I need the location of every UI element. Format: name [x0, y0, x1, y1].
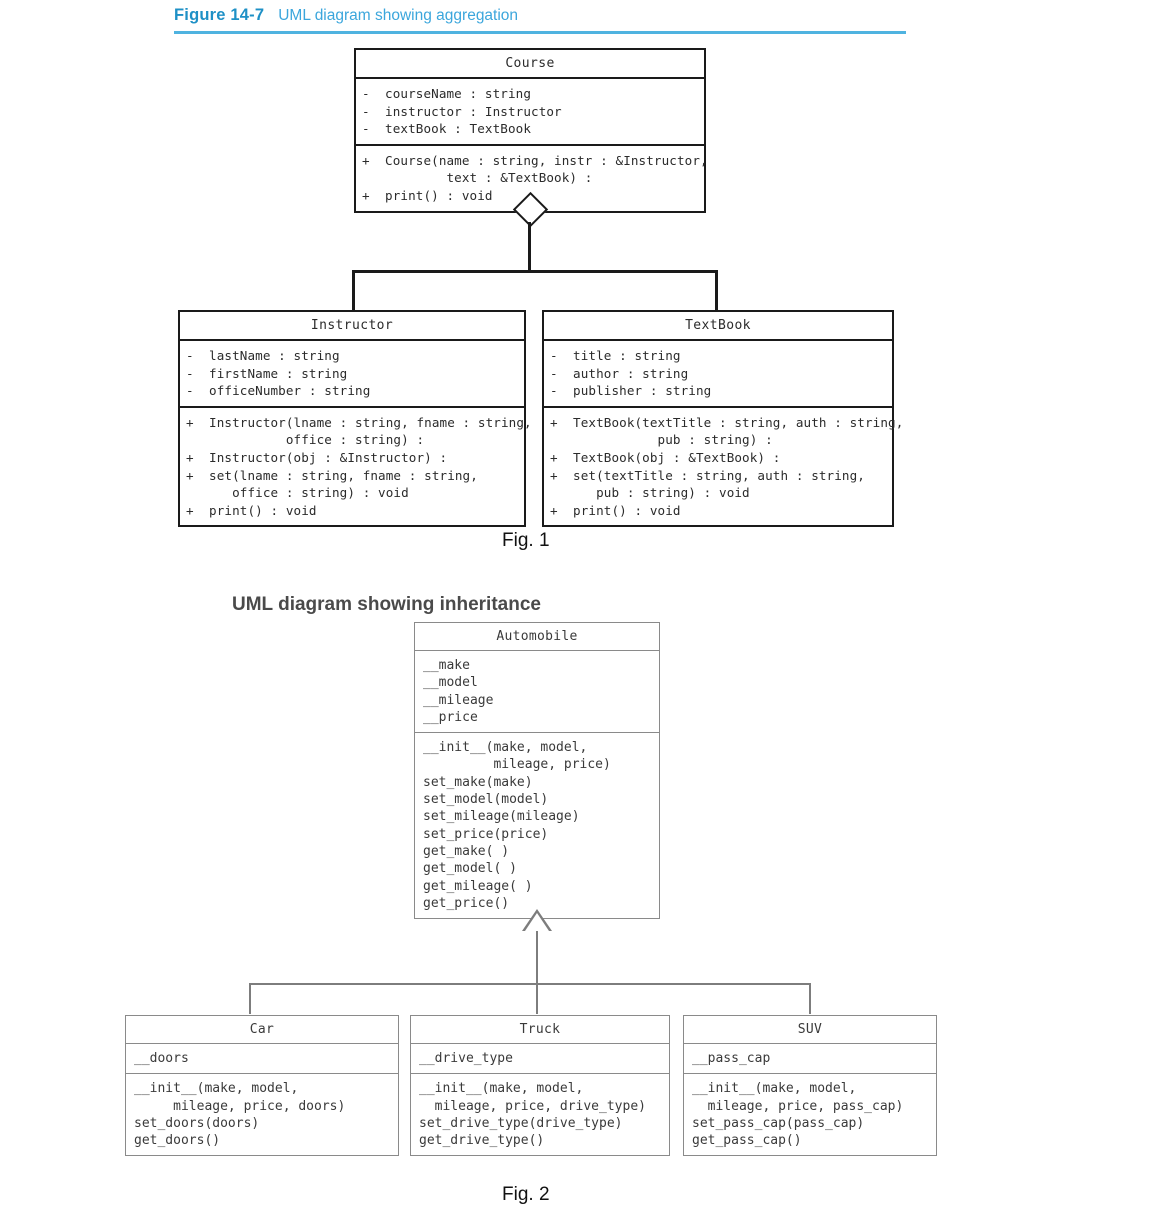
class-instructor-attributes-section: - lastName : string - firstName : string…: [180, 339, 524, 406]
fig1-label: Fig. 1: [502, 530, 550, 551]
class-automobile-name-section: Automobile: [415, 623, 659, 650]
class-instructor-operations: + Instructor(lname : string, fname : str…: [186, 414, 532, 518]
class-course-attributes: - courseName : string - instructor : Ins…: [362, 86, 562, 137]
class-box-instructor: Instructor - lastName : string - firstNa…: [178, 310, 532, 528]
inheritance-triangle-inner: [525, 913, 549, 931]
class-instructor-attributes: - lastName : string - firstName : string…: [186, 348, 371, 399]
class-automobile-name: Automobile: [496, 629, 578, 644]
aggregation-connector-horizontal: [352, 270, 718, 273]
aggregation-connector-drop-left: [352, 270, 355, 310]
class-truck-attributes: __drive_type: [419, 1051, 513, 1066]
class-textbook-operations-section: + TextBook(textTitle : string, auth : st…: [544, 405, 904, 526]
class-suv-operations-section: __init__(make, model, mileage, price, pa…: [684, 1073, 936, 1155]
class-course-operations-section: + Course(name : string, instr : &Instruc…: [356, 143, 708, 211]
class-textbook-operations: + TextBook(textTitle : string, auth : st…: [550, 414, 904, 518]
class-automobile-operations-section: __init__(make, model, mileage, price) se…: [415, 732, 659, 918]
class-box-truck: Truck __drive_type __init__(make, model,…: [410, 1015, 670, 1157]
inheritance-connector-drop-car: [249, 983, 251, 1014]
figure-header-rule: [174, 31, 906, 34]
figure-caption: UML diagram showing aggregation: [278, 7, 519, 24]
class-truck-name-section: Truck: [411, 1016, 669, 1043]
class-box-automobile: Automobile __make __model __mileage __pr…: [414, 622, 660, 920]
inheritance-connector-vertical: [535, 931, 538, 984]
class-automobile-operations: __init__(make, model, mileage, price) se…: [423, 740, 611, 911]
class-textbook-name-section: TextBook: [544, 312, 892, 339]
class-textbook-attributes: - title : string - author : string - pub…: [550, 348, 712, 399]
class-car-attributes: __doors: [134, 1051, 189, 1066]
fig2-label: Fig. 2: [502, 1184, 550, 1205]
figure-header-line: Figure 14-7 UML diagram showing aggregat…: [174, 6, 906, 25]
class-box-course: Course - courseName : string - instructo…: [354, 48, 708, 213]
inheritance-connector-horizontal: [249, 983, 811, 985]
class-instructor-operations-section: + Instructor(lname : string, fname : str…: [180, 405, 532, 526]
class-box-textbook: TextBook - title : string - author : str…: [542, 310, 904, 528]
class-course-attributes-section: - courseName : string - instructor : Ins…: [356, 77, 704, 144]
class-car-name: Car: [249, 1022, 275, 1037]
class-car-attributes-section: __doors: [126, 1043, 398, 1073]
class-truck-operations: __init__(make, model, mileage, price, dr…: [419, 1081, 646, 1149]
class-box-car: Car __doors __init__(make, model, mileag…: [125, 1015, 399, 1157]
class-truck-operations-section: __init__(make, model, mileage, price, dr…: [411, 1073, 669, 1155]
class-suv-attributes: __pass_cap: [692, 1051, 771, 1066]
class-car-operations-section: __init__(make, model, mileage, price, do…: [126, 1073, 398, 1155]
class-suv-attributes-section: __pass_cap: [684, 1043, 936, 1073]
class-suv-operations: __init__(make, model, mileage, price, pa…: [692, 1081, 904, 1149]
class-box-suv: SUV __pass_cap __init__(make, model, mil…: [683, 1015, 937, 1157]
class-course-name: Course: [505, 56, 555, 71]
class-course-operations: + Course(name : string, instr : &Instruc…: [362, 152, 708, 203]
class-automobile-attributes: __make __model __mileage __price: [423, 658, 494, 725]
class-car-name-section: Car: [126, 1016, 398, 1043]
class-car-operations: __init__(make, model, mileage, price, do…: [134, 1081, 346, 1149]
class-textbook-attributes-section: - title : string - author : string - pub…: [544, 339, 892, 406]
class-course-name-section: Course: [356, 50, 704, 77]
figure-number: Figure 14-7: [174, 6, 265, 24]
aggregation-connector-vertical: [528, 222, 531, 272]
aggregation-connector-drop-right: [715, 270, 718, 310]
class-instructor-name-section: Instructor: [180, 312, 524, 339]
fig2-title: UML diagram showing inheritance: [232, 594, 541, 615]
class-automobile-attributes-section: __make __model __mileage __price: [415, 650, 659, 732]
inheritance-connector-drop-suv: [809, 983, 811, 1014]
class-textbook-name: TextBook: [685, 318, 751, 333]
class-suv-name: SUV: [797, 1022, 823, 1037]
class-suv-name-section: SUV: [684, 1016, 936, 1043]
class-truck-attributes-section: __drive_type: [411, 1043, 669, 1073]
class-truck-name: Truck: [519, 1022, 561, 1037]
inheritance-connector-drop-truck: [535, 983, 538, 1014]
figure-header: Figure 14-7 UML diagram showing aggregat…: [174, 6, 906, 34]
class-instructor-name: Instructor: [310, 318, 394, 333]
